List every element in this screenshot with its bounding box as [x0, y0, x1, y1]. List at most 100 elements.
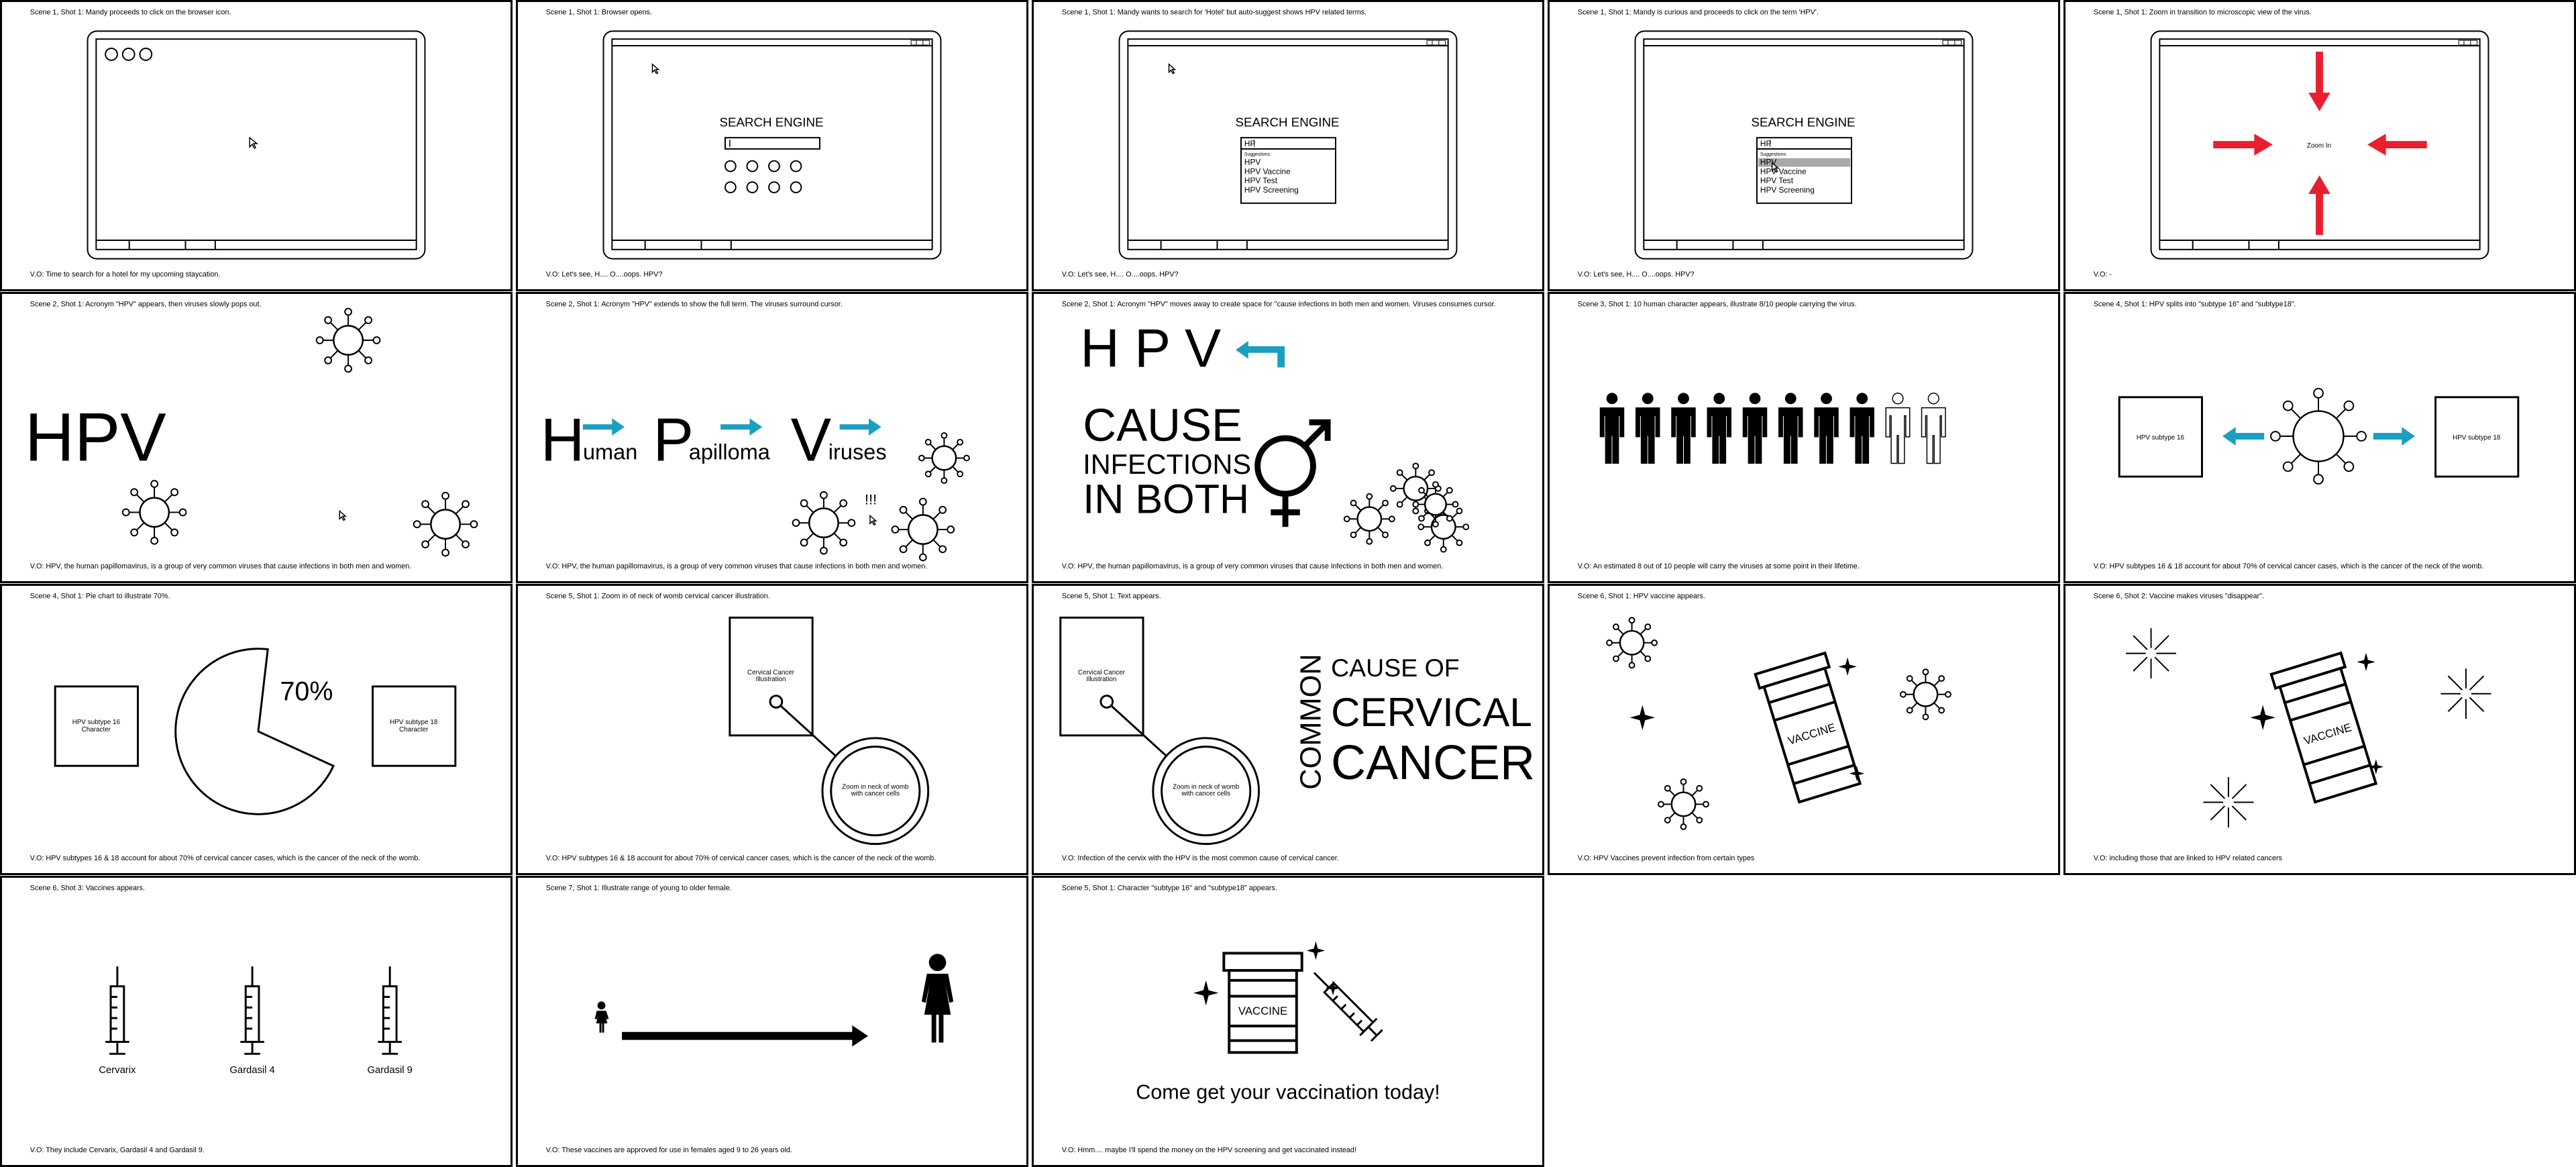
suggestions-label: Suggestions: [1760, 152, 1787, 157]
arrow-right-icon [720, 418, 763, 436]
panel-4-voiceover: V.O: Let's see, H.... O....oops. HPV? [1578, 270, 1695, 278]
virus-icon [1389, 462, 1442, 515]
storyboard-panel-18: Scene 5, Shot 1: Character "subtype 16" … [1032, 876, 1544, 1167]
person-carrier-icon [1849, 393, 1875, 464]
virus-icon [121, 480, 187, 545]
panel-3-voiceover: V.O: Let's see, H.... O....oops. HPV? [1062, 270, 1179, 278]
subtype-16-box [2118, 396, 2203, 478]
panel-12-heading: Scene 5, Shot 1: Zoom in of neck of womb… [546, 593, 770, 601]
zoom-origin-dot [1099, 695, 1114, 709]
surprise-marks: !!! [865, 491, 877, 508]
search-query: HP [1760, 139, 1772, 148]
panel-6-heading: Scene 2, Shot 1: Acronym "HPV" appears, … [30, 301, 262, 309]
suggestion-item[interactable]: HPV Test [1760, 176, 1794, 185]
browser-window [602, 30, 942, 260]
virus-icon [792, 491, 856, 555]
storyboard-panel-17: Scene 7, Shot 1: Illustrate range of you… [516, 876, 1028, 1167]
zoom-lens-label-line2: with cancer cells [851, 791, 900, 798]
suggestion-item[interactable]: HPV Screening [1760, 185, 1815, 195]
illustration-label-line1: Cervical Cancer [1078, 669, 1126, 676]
virus-burst-icon [2126, 628, 2176, 679]
sparkle-icon [1193, 980, 1219, 1006]
subtype-16-box-line2: Character [82, 726, 111, 733]
window-controls[interactable] [1942, 40, 1962, 46]
cervical-text: CERVICAL [1331, 690, 1532, 735]
search-shortcut-icons[interactable] [724, 160, 802, 194]
subtype-18-character-box [372, 685, 457, 767]
common-text: COMMON [1295, 654, 1327, 789]
storyboard-panel-12: Scene 5, Shot 1: Zoom in of neck of womb… [516, 584, 1028, 875]
pie-slice-70-percent [174, 648, 335, 815]
panel-3-heading: Scene 1, Shot 1: Mandy wants to search f… [1062, 9, 1366, 17]
panel-13-heading: Scene 5, Shot 1: Text appears. [1062, 593, 1161, 601]
subtype-18-label: HPV subtype 18 [2453, 434, 2501, 442]
panel-9-heading: Scene 3, Shot 1: 10 human character appe… [1578, 301, 1857, 309]
arrow-right-icon [582, 418, 625, 436]
cervical-cancer-illustration-box [729, 616, 814, 737]
panel-6-voiceover: V.O: HPV, the human papillomavirus, is a… [30, 562, 412, 570]
storyboard-panel-9: Scene 3, Shot 1: 10 human character appe… [1548, 292, 2060, 583]
zoom-origin-dot [769, 695, 784, 709]
subtype-16-label: HPV subtype 16 [2137, 434, 2185, 442]
search-engine-title: SEARCH ENGINE [720, 115, 824, 129]
acronym-letter-h: H [541, 407, 585, 474]
window-controls[interactable] [2458, 40, 2478, 46]
hpv-spaced: H P V [1080, 318, 1221, 378]
zoom-lens-label-line2: with cancer cells [1181, 791, 1230, 798]
window-controls[interactable] [910, 40, 930, 46]
cancer-text: CANCER [1331, 736, 1535, 790]
syringe-icon [378, 966, 402, 1055]
zoom-lens-inner [830, 746, 921, 837]
arrow-right-icon [2373, 427, 2416, 446]
storyboard-panel-13: Scene 5, Shot 1: Text appears. Cervical … [1032, 584, 1544, 875]
person-outline-icon [1885, 393, 1911, 464]
cause-text: CAUSE [1083, 399, 1242, 451]
sparkle-icon [2368, 759, 2384, 775]
virus-icon [2270, 388, 2367, 485]
zoom-lens-label-line1: Zoom in neck of womb [842, 784, 909, 791]
acronym-rest-uman: uman [583, 440, 637, 464]
in-both-text: IN BOTH [1083, 476, 1249, 521]
person-carrier-icon [1742, 393, 1768, 464]
panel-8-voiceover: V.O: HPV, the human papillomavirus, is a… [1062, 562, 1444, 570]
panel-14-heading: Scene 6, Shot 1: HPV vaccine appears. [1578, 593, 1705, 601]
virus-icon [1412, 481, 1459, 528]
syringe-icon [240, 966, 264, 1055]
panel-14-voiceover: V.O: HPV Vaccines prevent infection from… [1578, 854, 1755, 862]
cause-of-text: CAUSE OF [1331, 654, 1460, 682]
suggestion-item[interactable]: HPV [1244, 158, 1260, 167]
search-input[interactable] [724, 137, 820, 150]
subtype-18-box-line1: HPV subtype 18 [390, 719, 438, 726]
arrow-right-icon [839, 418, 881, 436]
suggestion-item[interactable]: HPV Vaccine [1760, 166, 1807, 176]
vaccine-label: VACCINE [1238, 1005, 1287, 1017]
person-carrier-icon [1671, 393, 1696, 464]
panel-16-heading: Scene 6, Shot 3: Vaccines appears. [30, 884, 145, 893]
acronym-letter-p: P [653, 407, 694, 474]
virus-icon [315, 307, 381, 373]
acronym-letter-v: V [791, 407, 832, 474]
panel-15-voiceover: V.O: including those that are linked to … [2094, 854, 2283, 862]
suggestion-item[interactable]: HPV Vaccine [1244, 166, 1291, 176]
window-controls[interactable] [1426, 40, 1446, 46]
storyboard-panel-7: Scene 2, Shot 1: Acronym "HPV" extends t… [516, 292, 1028, 583]
suggestion-item[interactable]: HPV Test [1244, 176, 1278, 185]
panel-5-heading: Scene 1, Shot 1: Zoom in transition to m… [2094, 9, 2312, 17]
vaccine-bottle-icon: VACCINE [2269, 651, 2378, 804]
browser-icon[interactable] [105, 48, 153, 61]
syringe-icon [105, 966, 129, 1055]
sparkle-icon [1306, 941, 1326, 960]
search-engine-title: SEARCH ENGINE [1752, 115, 1856, 129]
virus-icon [1417, 501, 1470, 553]
illustration-label-line2: Illustration [756, 676, 786, 683]
suggestion-item[interactable]: HPV Screening [1244, 185, 1299, 195]
storyboard-panel-11: Scene 4, Shot 1: Pie chart to illustrate… [0, 584, 513, 875]
storyboard-panel-4: Scene 1, Shot 1: Mandy is curious and pr… [1548, 0, 2060, 291]
storyboard-panel-10: Scene 4, Shot 1: HPV splits into "subtyp… [2063, 292, 2576, 583]
subtype-18-box [2434, 396, 2520, 478]
suggestion-highlight [1758, 158, 1851, 167]
cursor-icon [1771, 161, 1780, 173]
person-carrier-icon [1599, 393, 1625, 464]
male-female-symbol-icon [1254, 419, 1331, 527]
panel-8-heading: Scene 2, Shot 1: Acronym "HPV" moves awa… [1062, 301, 1496, 309]
